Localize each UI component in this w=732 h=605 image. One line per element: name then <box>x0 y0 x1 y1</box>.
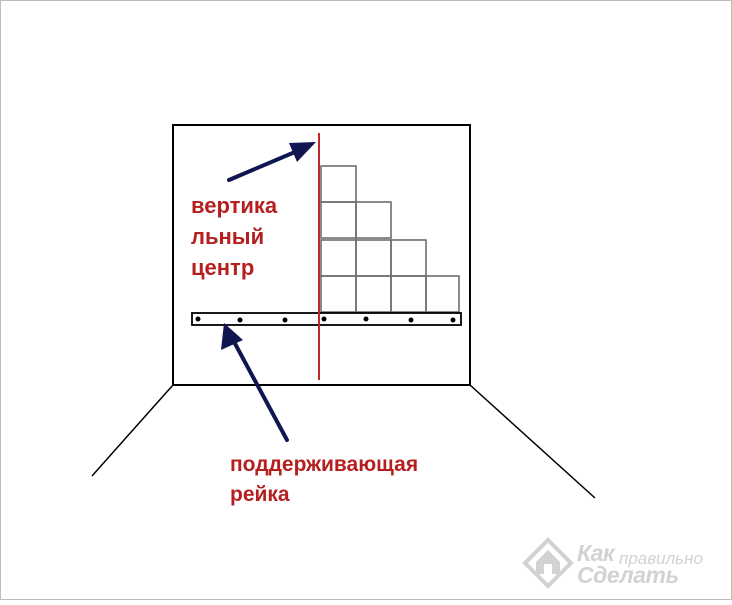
floor-edge-left <box>91 384 174 477</box>
rail-screw <box>195 316 201 322</box>
tile <box>355 201 392 239</box>
watermark-pravilno: правильно <box>619 549 703 568</box>
rail-screw <box>282 317 288 323</box>
support-rail-label: поддерживающая рейка <box>230 453 419 506</box>
floor-edge-right <box>469 384 596 499</box>
tile <box>320 201 357 239</box>
rail-screw <box>237 317 243 323</box>
wall-outline <box>172 124 471 386</box>
rail-screw <box>321 316 327 322</box>
tile <box>425 275 460 313</box>
tile-grid <box>320 165 460 313</box>
tile <box>355 275 392 313</box>
site-watermark: Как правильно Сделать <box>521 536 731 596</box>
arrow-to-rail-head <box>221 323 243 350</box>
arrow-to-center-shaft <box>227 147 304 182</box>
tile <box>390 239 427 277</box>
tile <box>355 239 392 277</box>
vertical-center-label: вертика льный центр <box>191 193 278 280</box>
rail-screw <box>408 317 414 323</box>
watermark-sdelat: Сделать <box>577 562 679 588</box>
tile <box>390 275 427 313</box>
watermark-kak: Как <box>577 540 615 566</box>
arrow-to-rail-shaft <box>230 336 289 442</box>
rail-screws <box>195 316 456 323</box>
rail-screw <box>450 317 456 323</box>
house-logo-icon <box>522 537 574 589</box>
arrow-to-center-head <box>289 142 316 162</box>
tile <box>320 239 357 277</box>
rail-screw <box>363 316 369 322</box>
tile <box>320 165 357 203</box>
tile <box>320 275 357 313</box>
